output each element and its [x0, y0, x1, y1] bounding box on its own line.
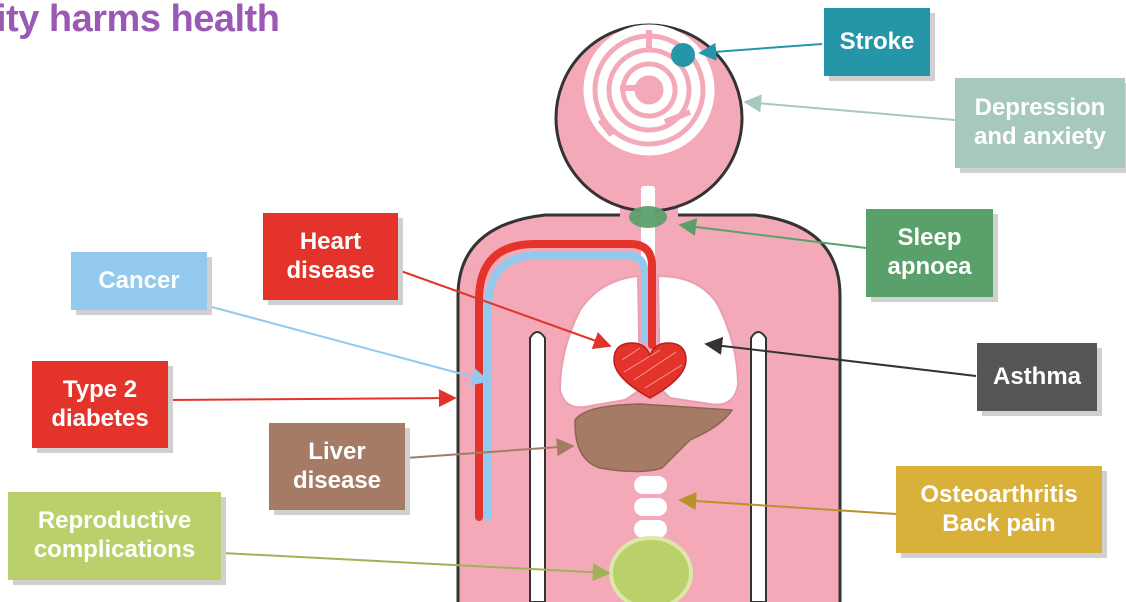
osteoarthritis-label: Osteoarthritis Back pain — [896, 466, 1102, 553]
right-arm-gap — [751, 332, 766, 602]
cancer-label: Cancer — [71, 252, 207, 310]
heart-disease-label: Heart disease — [263, 213, 398, 300]
sleep-apnoea-label: Sleep apnoea — [866, 209, 993, 297]
stroke-connector — [700, 44, 822, 53]
asthma-label: Asthma — [977, 343, 1097, 411]
left-arm-gap — [530, 332, 545, 602]
diabetes-label: Type 2 diabetes — [32, 361, 168, 448]
stroke-label: Stroke — [824, 8, 930, 76]
reproductive-label: Reproductive complications — [8, 492, 221, 580]
liver-disease-label: Liver disease — [269, 423, 405, 510]
stroke-dot — [671, 43, 695, 67]
diabetes-connector — [168, 398, 455, 400]
pelvis-organ — [611, 538, 691, 602]
depression-label: Depression and anxiety — [955, 78, 1125, 168]
depression-connector — [745, 102, 955, 120]
spine — [634, 476, 667, 538]
throat-organ — [629, 206, 667, 228]
cancer-connector — [208, 306, 488, 381]
